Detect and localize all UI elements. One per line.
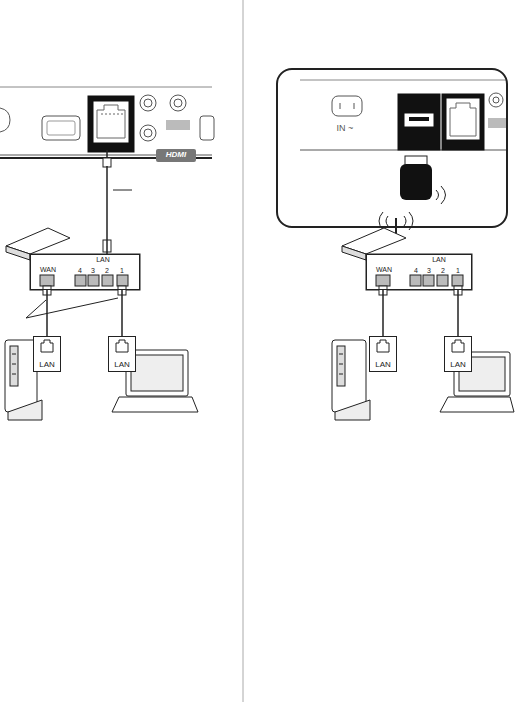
lan-port-icon xyxy=(41,340,53,352)
lan-cable xyxy=(457,290,459,336)
port-label: WAN xyxy=(37,266,59,273)
lan-cable xyxy=(382,290,384,336)
router xyxy=(6,228,140,295)
lan-cable xyxy=(106,166,108,254)
lan-port-icon xyxy=(116,340,128,352)
lan-port-box: LAN xyxy=(33,336,61,372)
port-label: 1 xyxy=(453,267,463,274)
player-panel: HDMI xyxy=(0,88,214,166)
port-label: LAN xyxy=(428,256,450,263)
port-label: LAN xyxy=(450,361,466,369)
divider-line xyxy=(243,0,244,702)
lan-port-ground xyxy=(33,336,61,372)
port-label: WAN xyxy=(373,266,395,273)
port-label: 4 xyxy=(411,267,421,274)
lan-port-ground xyxy=(444,336,472,372)
lan-port-ground xyxy=(108,336,136,372)
port-label: 3 xyxy=(424,267,434,274)
lan-port-box: LAN xyxy=(369,336,397,372)
port-label: 1 xyxy=(117,267,127,274)
player-rear-panel xyxy=(300,80,506,150)
port-label: 2 xyxy=(438,267,448,274)
connector-label: IN ~ xyxy=(328,124,362,133)
leader-line xyxy=(113,190,132,191)
port-label: LAN xyxy=(375,361,391,369)
lan-cable xyxy=(46,290,48,336)
leader-line xyxy=(26,298,118,318)
router-front: WAN LAN 4321 xyxy=(30,254,140,290)
lan-port-icon xyxy=(377,340,389,352)
port-label: LAN xyxy=(114,361,130,369)
router-front: WAN LAN 4321 xyxy=(366,254,472,290)
closeup-box: IN ~ xyxy=(276,68,508,228)
port-label: 3 xyxy=(88,267,98,274)
lan-port-box: LAN xyxy=(444,336,472,372)
wireless-adapter xyxy=(400,156,446,204)
port-label: LAN xyxy=(92,256,114,263)
port-label: 4 xyxy=(75,267,85,274)
connector-label: HDMI xyxy=(156,151,196,159)
desktop-pc xyxy=(332,340,370,420)
lan-port-box: LAN xyxy=(108,336,136,372)
laptop xyxy=(440,352,514,412)
lan-cable xyxy=(121,290,123,336)
lan-port-icon xyxy=(452,340,464,352)
port-label: 2 xyxy=(102,267,112,274)
port-label: LAN xyxy=(39,361,55,369)
router xyxy=(342,212,472,295)
lan-port-ground xyxy=(369,336,397,372)
